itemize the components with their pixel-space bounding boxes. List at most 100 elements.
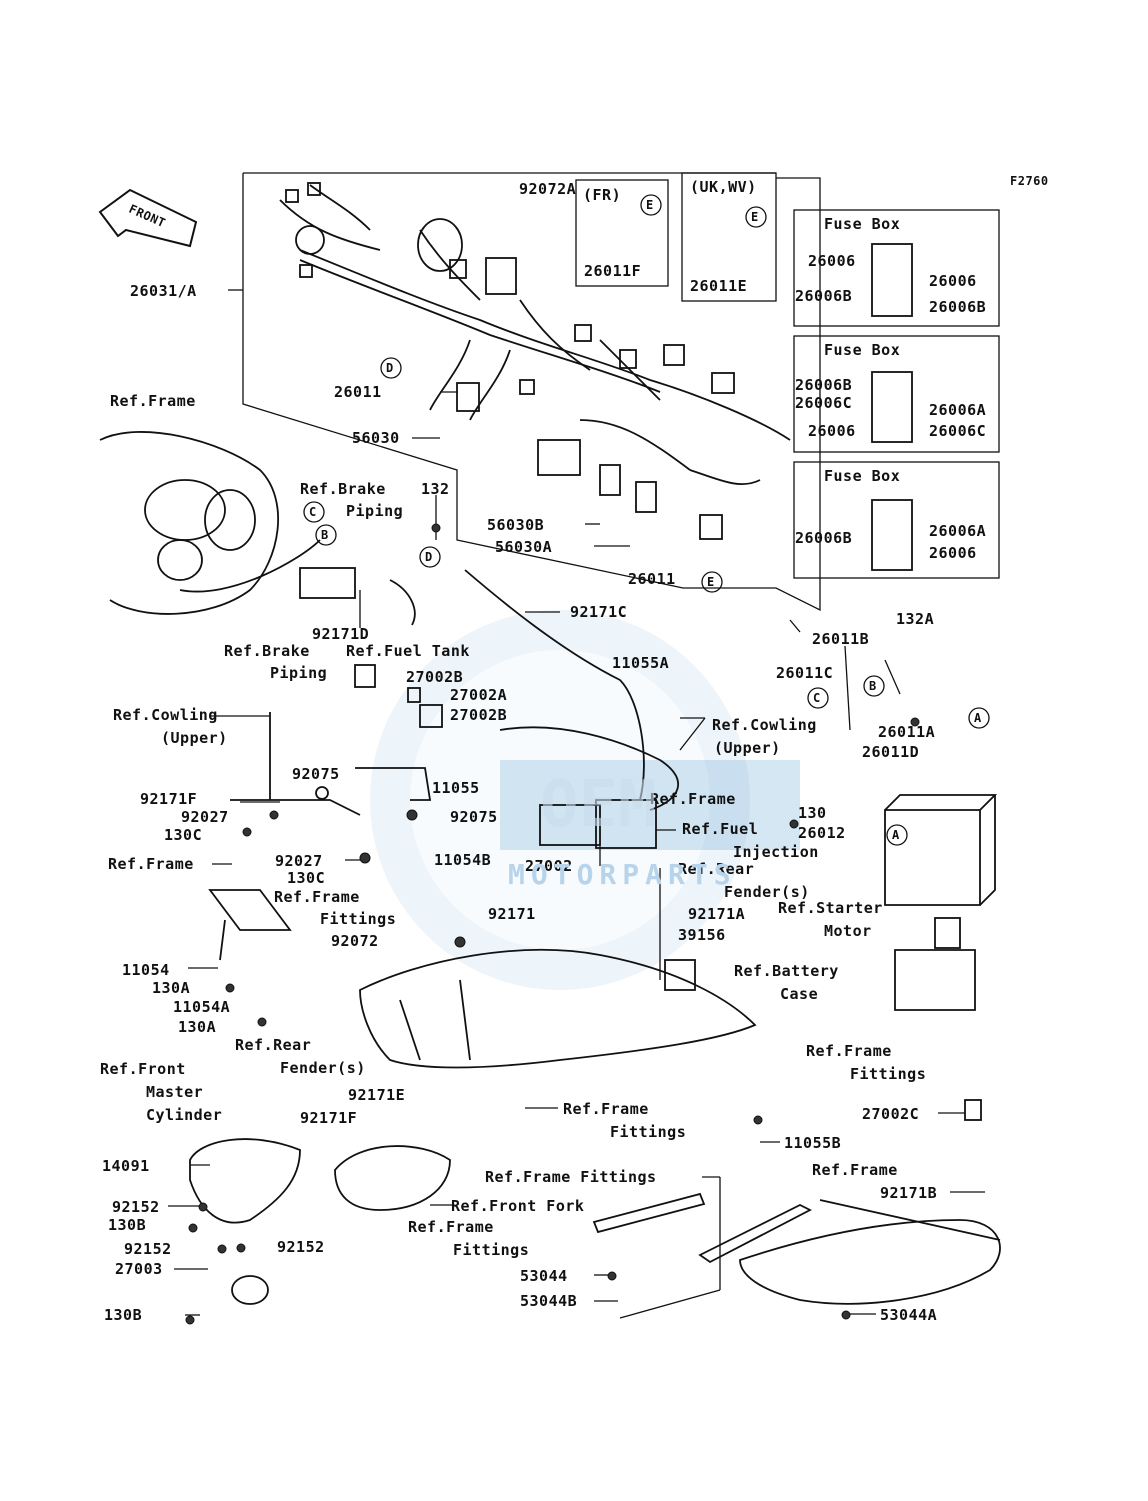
part-92171A: 92171A <box>688 905 746 923</box>
callout-B-right: B <box>869 679 877 693</box>
part-56030: 56030 <box>352 429 400 447</box>
watermark-title: OEM <box>540 768 658 842</box>
part-92075-right: 92075 <box>450 808 498 826</box>
fasteners <box>185 523 920 1325</box>
part-92152-b: 92152 <box>124 1240 172 1258</box>
callout-E-uk: E <box>751 210 759 224</box>
part-130A-top: 130A <box>152 979 191 997</box>
watermark-logo <box>370 610 800 990</box>
fr-variant-box <box>575 179 669 287</box>
ref-front-master-2: Master <box>146 1083 204 1101</box>
ref-fuel-injection-1: Ref.Fuel <box>682 820 759 838</box>
fr-variant-label: (FR) <box>583 186 622 204</box>
rear-frame-art <box>592 1099 1001 1305</box>
ref-brake-piping-bot-2: Piping <box>270 664 328 682</box>
ref-brake-piping-bot-1: Ref.Brake <box>224 642 310 660</box>
fuse-box-1-right-1: 26006B <box>929 298 987 316</box>
frame-art-topleft <box>99 431 321 615</box>
leader-lines <box>168 391 985 1319</box>
watermark-subtitle: MOTORPARTS <box>508 858 737 891</box>
ref-frame-3: Ref.Frame <box>108 855 194 873</box>
part-92171D: 92171D <box>312 625 370 643</box>
part-26012: 26012 <box>798 824 846 842</box>
part-92171E: 92171E <box>348 1086 406 1104</box>
ref-cowling-left-2: (Upper) <box>161 729 228 747</box>
part-26011-top: 26011 <box>334 383 382 401</box>
part-39156: 39156 <box>678 926 726 944</box>
ref-frame-fittings-center-1: Ref.Frame <box>563 1100 649 1118</box>
fuse-box-3-left-0: 26006B <box>795 529 853 547</box>
part-56030B: 56030B <box>487 516 545 534</box>
fuse-box-1-left-0: 26006 <box>808 252 856 270</box>
callout-B-left: B <box>321 528 329 542</box>
part-26011F: 26011F <box>584 262 642 280</box>
harness-group-outline <box>242 173 821 612</box>
battery-art <box>884 794 998 906</box>
part-11055A: 11055A <box>612 654 670 672</box>
ref-cowling-left-1: Ref.Cowling <box>113 706 218 724</box>
ref-starter-motor-2: Motor <box>824 922 872 940</box>
ref-rear-fender-left-2: Fender(s) <box>280 1059 366 1077</box>
ref-frame-fittings-right-1: Ref.Frame <box>806 1042 892 1060</box>
callout-A-top: A <box>974 711 982 725</box>
part-130C-top: 130C <box>164 826 203 844</box>
part-26011E: 26011E <box>690 277 748 295</box>
ref-brake-piping-top-1: Ref.Brake <box>300 480 386 498</box>
rear-fender-tray <box>359 949 757 1069</box>
part-92075-left: 92075 <box>292 765 340 783</box>
callout-D-top: D <box>386 361 394 375</box>
ref-rear-fender-right-2: Fender(s) <box>724 883 810 901</box>
part-53044: 53044 <box>520 1267 568 1285</box>
ref-fuel-injection-2: Injection <box>733 843 819 861</box>
ref-frame-fittings-mid-1: Ref.Frame <box>274 888 360 906</box>
front-fender-art <box>189 1138 451 1305</box>
ref-rear-fender-left-1: Ref.Rear <box>235 1036 312 1054</box>
front-arrow <box>98 188 198 248</box>
part-130B-top: 130B <box>108 1216 147 1234</box>
fuse-box-2-left-2: 26006 <box>808 422 856 440</box>
uk-variant-label: (UK,WV) <box>690 178 757 196</box>
callout-C-right: C <box>813 691 821 705</box>
part-92072: 92072 <box>331 932 379 950</box>
ref-brake-piping-top-2: Piping <box>346 502 404 520</box>
part-26011C: 26011C <box>776 664 834 682</box>
fuse-box-3-right-1: 26006 <box>929 544 977 562</box>
ref-frame-fittings-right-2: Fittings <box>850 1065 927 1083</box>
part-92171F-top: 92171F <box>140 790 198 808</box>
fuse-box-2-right-0: 26006A <box>929 401 987 419</box>
fuse-box-1-right-0: 26006 <box>929 272 977 290</box>
callout-E-mid: E <box>707 575 715 589</box>
ref-frame-fittings-mid-2: Fittings <box>320 910 397 928</box>
fuse-box-2-title: Fuse Box <box>824 341 901 359</box>
ref-frame-fittings-low-2: Fittings <box>453 1241 530 1259</box>
callout-A-battery: A <box>892 828 900 842</box>
part-92171: 92171 <box>488 905 536 923</box>
part-27002C: 27002C <box>862 1105 920 1123</box>
ref-cowling-right-1: Ref.Cowling <box>712 716 817 734</box>
fuse-box-3-right-0: 26006A <box>929 522 987 540</box>
part-92152-c: 92152 <box>277 1238 325 1256</box>
ref-battery-case-1: Ref.Battery <box>734 962 839 980</box>
ref-frame-2: Ref.Frame <box>650 790 736 808</box>
fuse-box-2-left-0: 26006B <box>795 376 853 394</box>
uk-variant-box <box>681 172 777 302</box>
part-11055: 11055 <box>432 779 480 797</box>
part-26031A: 26031/A <box>130 282 197 300</box>
figure-code: F2760 <box>1010 174 1049 188</box>
part-130A-bottom: 130A <box>178 1018 217 1036</box>
ref-frame-fittings-low-1: Ref.Frame <box>408 1218 494 1236</box>
part-132: 132 <box>421 480 450 498</box>
part-26011B: 26011B <box>812 630 870 648</box>
part-11054B: 11054B <box>434 851 492 869</box>
mid-parts <box>208 567 679 961</box>
ref-frame-1: Ref.Frame <box>110 392 196 410</box>
part-14091: 14091 <box>102 1157 150 1175</box>
part-27002B-bottom: 27002B <box>450 706 508 724</box>
part-27003: 27003 <box>115 1260 163 1278</box>
part-26011D: 26011D <box>862 743 920 761</box>
part-56030A: 56030A <box>495 538 553 556</box>
callout-D-mid: D <box>425 550 433 564</box>
ref-frame-fittings-center-2: Fittings <box>610 1123 687 1141</box>
